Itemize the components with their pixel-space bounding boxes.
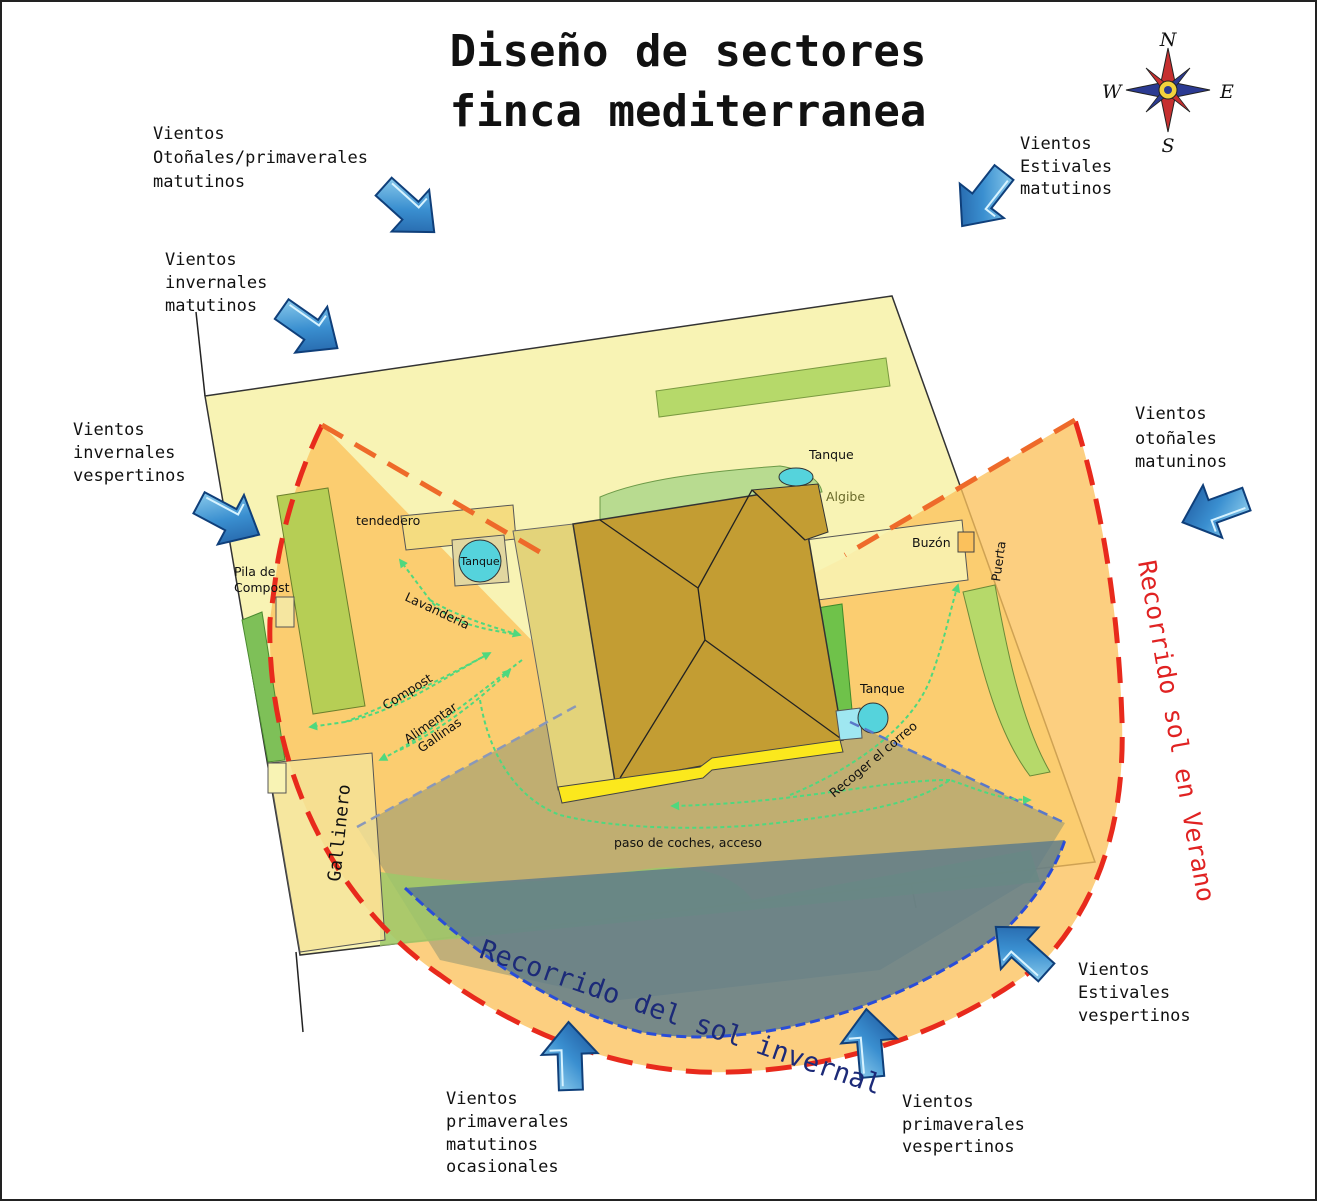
label-tanque-top: Tanque — [808, 447, 854, 462]
water-tank-top — [778, 467, 814, 487]
wind-label-summer-morning: Vientos Estivales matutinos — [1020, 134, 1122, 199]
flow-driveway — [479, 699, 1032, 829]
compost-pile-box — [275, 596, 295, 628]
wind-arrow-summer-morning-icon — [939, 154, 1028, 245]
winter-sun-path — [403, 839, 1067, 1039]
winter-sun-path-right — [849, 720, 1066, 825]
water-tank-left — [458, 539, 502, 583]
wind-label-summer-evening: Vientos Estivales vespertinos — [1078, 960, 1191, 1026]
flow-driveway-back — [670, 779, 951, 811]
label-summer-sun-path: Recorrido sol en Verano — [1132, 558, 1221, 904]
compass-e-label: E — [1219, 81, 1234, 103]
label-algibe: Algibe — [826, 489, 865, 504]
flow-laundry-2 — [429, 599, 522, 638]
cistern-garden — [599, 465, 823, 521]
wind-label-winter-morning: Vientos invernales matutinos — [165, 250, 278, 316]
garden-strip-top — [655, 357, 891, 418]
compass-rose-icon: N S E W — [1102, 29, 1234, 157]
summer-sun-path-end — [843, 417, 1077, 558]
wind-label-spring-morning-occasional: Vientos primaverales matutinos ocasional… — [446, 1089, 579, 1177]
compass-s-label: S — [1161, 135, 1174, 157]
mailbox — [957, 531, 975, 553]
wind-label-spring-evening: Vientos primaverales vespertinos — [902, 1092, 1035, 1157]
compass-n-label: N — [1159, 29, 1178, 51]
coop-door — [267, 762, 287, 794]
wind-label-autumn-spring-morning: Vientos Otoñales/primaverales matutinos — [153, 124, 378, 192]
label-tanque-left: Tanque — [459, 555, 500, 568]
garden-strip-right — [962, 584, 1051, 777]
label-paso-coches: paso de coches, acceso — [614, 835, 762, 850]
house-roof — [572, 483, 844, 783]
label-buzon: Buzón — [912, 535, 951, 550]
flow-compost-2 — [344, 652, 492, 723]
water-tank-right — [857, 702, 889, 734]
flow-compost — [308, 652, 491, 731]
summer-sun-path — [267, 419, 1125, 1075]
title-line-2: finca mediterranea — [450, 86, 927, 137]
label-tanque-right: Tanque — [859, 681, 905, 696]
label-tendedero: tendedero — [356, 513, 420, 528]
water-tank-pad-right — [835, 707, 863, 741]
wind-label-winter-evening: Vientos invernales vespertinos — [73, 420, 186, 486]
flow-mail — [789, 583, 961, 796]
garden-bed-left — [276, 487, 366, 715]
winter-sun-sector — [405, 840, 1065, 1037]
wind-arrow-autumn-spring-morning-icon — [363, 164, 454, 254]
flow-arrows — [308, 558, 1032, 829]
flow-chickens-2 — [399, 668, 512, 751]
title-line-1: Diseño de sectores — [450, 26, 927, 77]
wind-arrow-autumn-morning-icon — [1171, 471, 1258, 550]
summer-sun-path-start — [320, 422, 547, 558]
wind-arrow-winter-morning-icon — [264, 285, 355, 373]
garden-strip-left — [241, 611, 286, 763]
porch — [557, 739, 844, 804]
label-pila-compost: Pila de Compost — [234, 564, 290, 595]
wind-label-autumn-morning: Vientos otoñales matuninos — [1135, 404, 1227, 472]
compass-w-label: W — [1102, 81, 1123, 103]
winter-sun-path-left — [356, 703, 579, 829]
label-puerta: Puerta — [988, 540, 1009, 582]
